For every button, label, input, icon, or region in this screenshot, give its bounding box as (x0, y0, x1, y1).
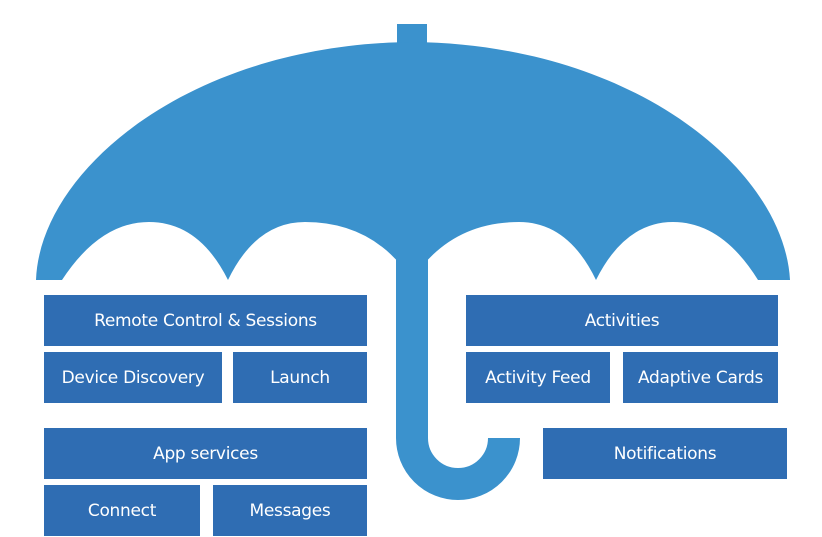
adaptive-cards-label: Adaptive Cards (637, 367, 764, 388)
launch-box: Launch (233, 352, 367, 403)
umbrella-handle (396, 428, 520, 500)
adaptive-cards-box: Adaptive Cards (623, 352, 778, 403)
connect-box: Connect (44, 485, 200, 536)
notifications-label: Notifications (613, 443, 717, 464)
messages-label: Messages (249, 500, 331, 521)
device-discovery-box: Device Discovery (44, 352, 222, 403)
notifications-box: Notifications (543, 428, 787, 479)
umbrella-shaft (396, 255, 428, 430)
app-services-box: App services (44, 428, 367, 479)
activity-feed-label: Activity Feed (485, 367, 591, 388)
device-discovery-label: Device Discovery (61, 367, 205, 388)
app-services-label: App services (153, 443, 258, 464)
launch-label: Launch (270, 367, 330, 388)
activities-box: Activities (466, 295, 778, 346)
activities-label: Activities (584, 310, 660, 331)
activity-feed-box: Activity Feed (466, 352, 610, 403)
remote-control-sessions-label: Remote Control & Sessions (94, 310, 317, 331)
messages-box: Messages (213, 485, 367, 536)
umbrella-canopy (36, 42, 790, 280)
connect-label: Connect (87, 500, 157, 521)
remote-control-sessions-box: Remote Control & Sessions (44, 295, 367, 346)
